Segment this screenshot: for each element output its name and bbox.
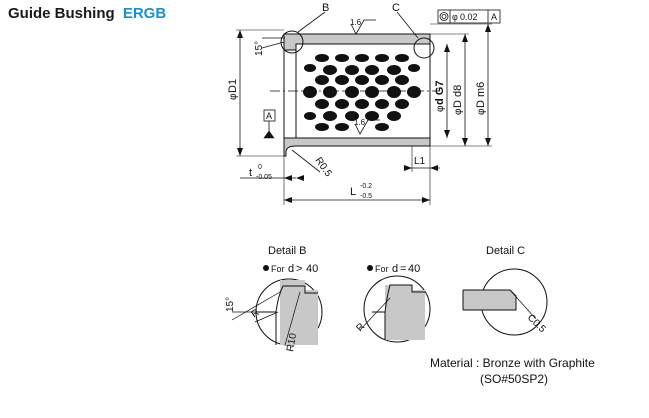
label-t-upper: 0 — [258, 164, 262, 171]
top-wall — [283, 33, 431, 51]
dim-d-d8: φ D d8 — [452, 85, 464, 115]
dim-d-m6: φ D m6 — [475, 82, 487, 115]
tolerance-phi: φ — [452, 12, 458, 22]
note-gt40-prefix: For — [271, 264, 285, 274]
label-t-lower: -0.05 — [256, 174, 272, 181]
label-r05: R0.5 — [313, 155, 334, 179]
note-gt40-val: 40 — [306, 263, 318, 275]
note-gt40-op: > — [296, 263, 302, 275]
graphite-plugs — [303, 54, 421, 131]
note-eq40-op: = — [400, 263, 406, 275]
label-t: t — [249, 167, 252, 179]
label-l-upper: -0.2 — [360, 183, 372, 190]
svg-text:D m6: D m6 — [475, 82, 487, 108]
svg-text:D d8: D d8 — [452, 85, 464, 108]
detail-b-large — [231, 278, 323, 346]
material-line2: (SO#50SP2) — [480, 372, 549, 386]
detail-c-circle — [413, 37, 435, 59]
detail-c — [462, 268, 548, 336]
svg-text:d G7: d G7 — [434, 81, 446, 105]
svg-text:φ: φ — [476, 108, 487, 115]
label-c: C — [392, 2, 400, 14]
svg-text:φ: φ — [228, 93, 239, 100]
detail-b-r: R — [249, 307, 261, 320]
bullet-eq40 — [367, 265, 373, 271]
detail-b-r10: R10 — [285, 332, 299, 352]
material-note: Material : Bronze with Graphite (SO#50SP… — [430, 355, 595, 387]
label-l: L — [350, 186, 356, 198]
note-eq40-var: d — [392, 263, 398, 275]
label-roughness-top: 1.6 — [350, 18, 362, 27]
tolerance-ref: A — [491, 12, 497, 22]
detail-b2-r: R — [354, 321, 367, 334]
detail-b-circle — [280, 30, 304, 54]
bullet-gt40 — [263, 265, 269, 271]
datum-box — [263, 109, 276, 122]
label-l1: L1 — [414, 156, 426, 167]
title-code: ERGB — [122, 5, 167, 22]
label-b: B — [322, 2, 329, 14]
arrowheads — [237, 24, 491, 203]
label-l-lower: -0.5 — [360, 193, 372, 200]
dim-d1: φ D1 — [227, 79, 239, 100]
svg-text:D1: D1 — [227, 79, 239, 93]
tolerance-value: 0.02 — [460, 12, 478, 22]
detail-c-title: Detail C — [486, 245, 525, 257]
note-gt40-var: d — [288, 263, 294, 275]
label-angle-top: 15° — [254, 41, 265, 56]
svg-text:φ: φ — [453, 108, 464, 115]
datum-letter: A — [266, 111, 272, 121]
detail-b-angle: 15° — [225, 297, 236, 312]
detail-b-title: Detail B — [268, 245, 307, 257]
svg-text:φ: φ — [435, 105, 446, 112]
page-title: Guide Bushing ERGB — [8, 5, 166, 22]
bottom-wall — [283, 137, 431, 157]
material-line1: Material : Bronze with Graphite — [430, 356, 595, 370]
tolerance-frame — [437, 9, 501, 24]
title-main: Guide Bushing — [8, 5, 115, 22]
detail-b-small — [359, 275, 431, 343]
note-eq40-val: 40 — [408, 263, 420, 275]
dim-d-g7: φ d G7 — [434, 81, 446, 112]
note-eq40-prefix: For — [375, 264, 389, 274]
label-roughness-bottom: 1.6 — [354, 118, 366, 127]
